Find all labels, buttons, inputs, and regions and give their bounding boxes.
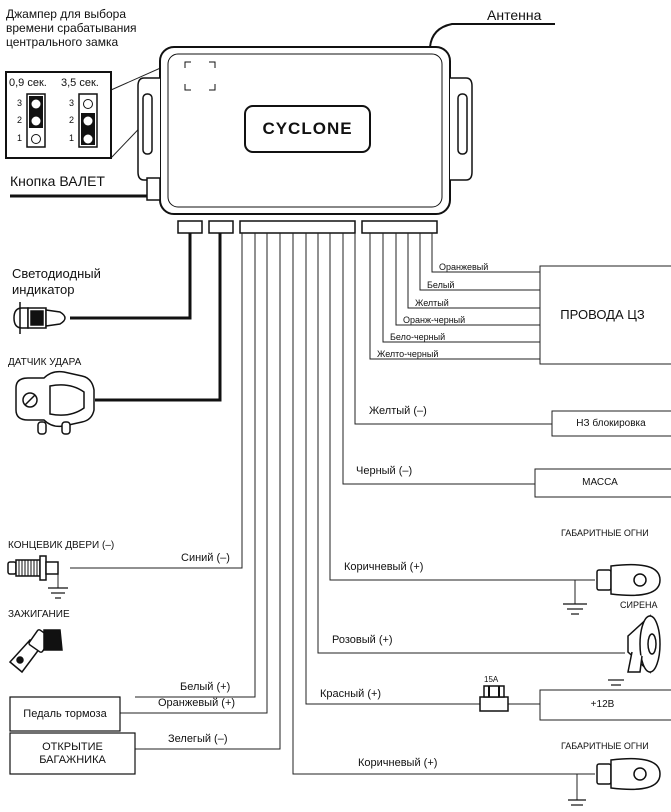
bulb-icon-2 bbox=[596, 757, 661, 791]
led-label-line-2: индикатор bbox=[12, 282, 75, 298]
connectors bbox=[177, 220, 438, 234]
bulb-icon-1 bbox=[596, 563, 661, 597]
ignition-key-icon bbox=[8, 629, 63, 674]
fuse-icon bbox=[479, 685, 509, 712]
fuse-label: 15А bbox=[484, 675, 499, 684]
antenna-wire bbox=[429, 23, 555, 48]
wire-label-brown-1: Коричневый (+) bbox=[344, 561, 424, 573]
trunk-open-box: ОТКРЫТИЕ БАГАЖНИКА bbox=[10, 733, 135, 774]
siren-label: СИРЕНА bbox=[620, 600, 658, 610]
cl-wire-label-4: Оранж-черный bbox=[403, 315, 466, 325]
wire-label-black: Черный (–) bbox=[356, 465, 413, 477]
led-label: Светодиодный индикатор bbox=[12, 266, 101, 299]
cl-wire-label-3: Желтый bbox=[415, 298, 449, 308]
door-switch-label: КОНЦЕВИК ДВЕРИ (–) bbox=[8, 540, 115, 551]
central-lock-box: ПРОВОДА ЦЗ bbox=[560, 306, 645, 322]
door-switch-icon bbox=[7, 555, 59, 581]
jumper-option-a: 0,9 сек. bbox=[9, 77, 47, 89]
jumper-caption-line-2: времени срабатывания bbox=[6, 20, 137, 35]
ground-box: МАССА bbox=[582, 477, 618, 489]
wire-label-red: Красный (+) bbox=[320, 688, 382, 700]
cl-wire-label-6: Желто-черный bbox=[377, 349, 439, 359]
wire-label-brown-2: Коричневый (+) bbox=[358, 757, 438, 769]
jumper-pin-2-right: 2 bbox=[69, 115, 75, 125]
cl-wire-label-5: Бело-черный bbox=[390, 332, 446, 342]
trunk-box-line-1: ОТКРЫТИЕ bbox=[42, 740, 103, 753]
shock-sensor-icon bbox=[15, 370, 95, 435]
shock-sensor-label: ДАТЧИК УДАРА bbox=[8, 357, 82, 368]
trunk-box-line-2: БАГАЖНИКА bbox=[39, 753, 106, 766]
unit-brand-logo: CYCLONE bbox=[262, 119, 353, 139]
valet-button-label: Кнопка ВАЛЕТ bbox=[10, 173, 105, 189]
parking-lights-label-2: ГАБАРИТНЫЕ ОГНИ bbox=[561, 741, 649, 751]
jumper-pin-2-left: 2 bbox=[17, 115, 23, 125]
jumper-caption-line-3: центрального замка bbox=[6, 34, 119, 49]
jumper-pin-3-right: 3 bbox=[69, 98, 75, 108]
cl-wire-label-2: Белый bbox=[427, 280, 455, 290]
jumper-caption: Джампер для выбора времени срабатывания … bbox=[6, 7, 137, 49]
antenna-label: Антенна bbox=[487, 7, 542, 23]
nc-block-box: НЗ блокировка bbox=[576, 417, 646, 429]
jumper-pin-1-right: 1 bbox=[69, 133, 75, 143]
siren-icon bbox=[627, 614, 661, 674]
parking-lights-label-1: ГАБАРИТНЫЕ ОГНИ bbox=[561, 528, 649, 538]
jumper-pin-1-left: 1 bbox=[17, 133, 23, 143]
brake-pedal-box: Педаль тормоза bbox=[23, 707, 107, 720]
led-label-line-1: Светодиодный bbox=[12, 266, 101, 281]
led-indicator-icon bbox=[13, 302, 66, 334]
jumper-caption-line-1: Джампер для выбора bbox=[6, 7, 126, 21]
jumper-option-b: 3,5 сек. bbox=[61, 77, 99, 89]
wire-label-green: Зелегый (–) bbox=[168, 733, 228, 745]
wire-label-pink: Розовый (+) bbox=[332, 634, 393, 646]
wire-label-white: Белый (+) bbox=[180, 681, 231, 693]
wire-label-yellow: Желтый (–) bbox=[369, 405, 427, 417]
ignition-label: ЗАЖИГАНИЕ bbox=[8, 609, 70, 620]
left-boxes bbox=[9, 696, 136, 775]
jumper-diagram bbox=[5, 71, 112, 159]
ground-symbols bbox=[48, 587, 624, 806]
right-boxes bbox=[534, 265, 671, 721]
main-unit bbox=[137, 46, 473, 215]
cl-wire-label-1: Оранжевый bbox=[439, 262, 489, 272]
wires bbox=[57, 233, 625, 800]
wire-label-orange: Оранжевый (+) bbox=[158, 697, 236, 709]
plus12-box: +12В bbox=[590, 699, 615, 711]
wire-label-blue: Синий (–) bbox=[181, 552, 230, 564]
jumper-pin-3-left: 3 bbox=[17, 98, 23, 108]
